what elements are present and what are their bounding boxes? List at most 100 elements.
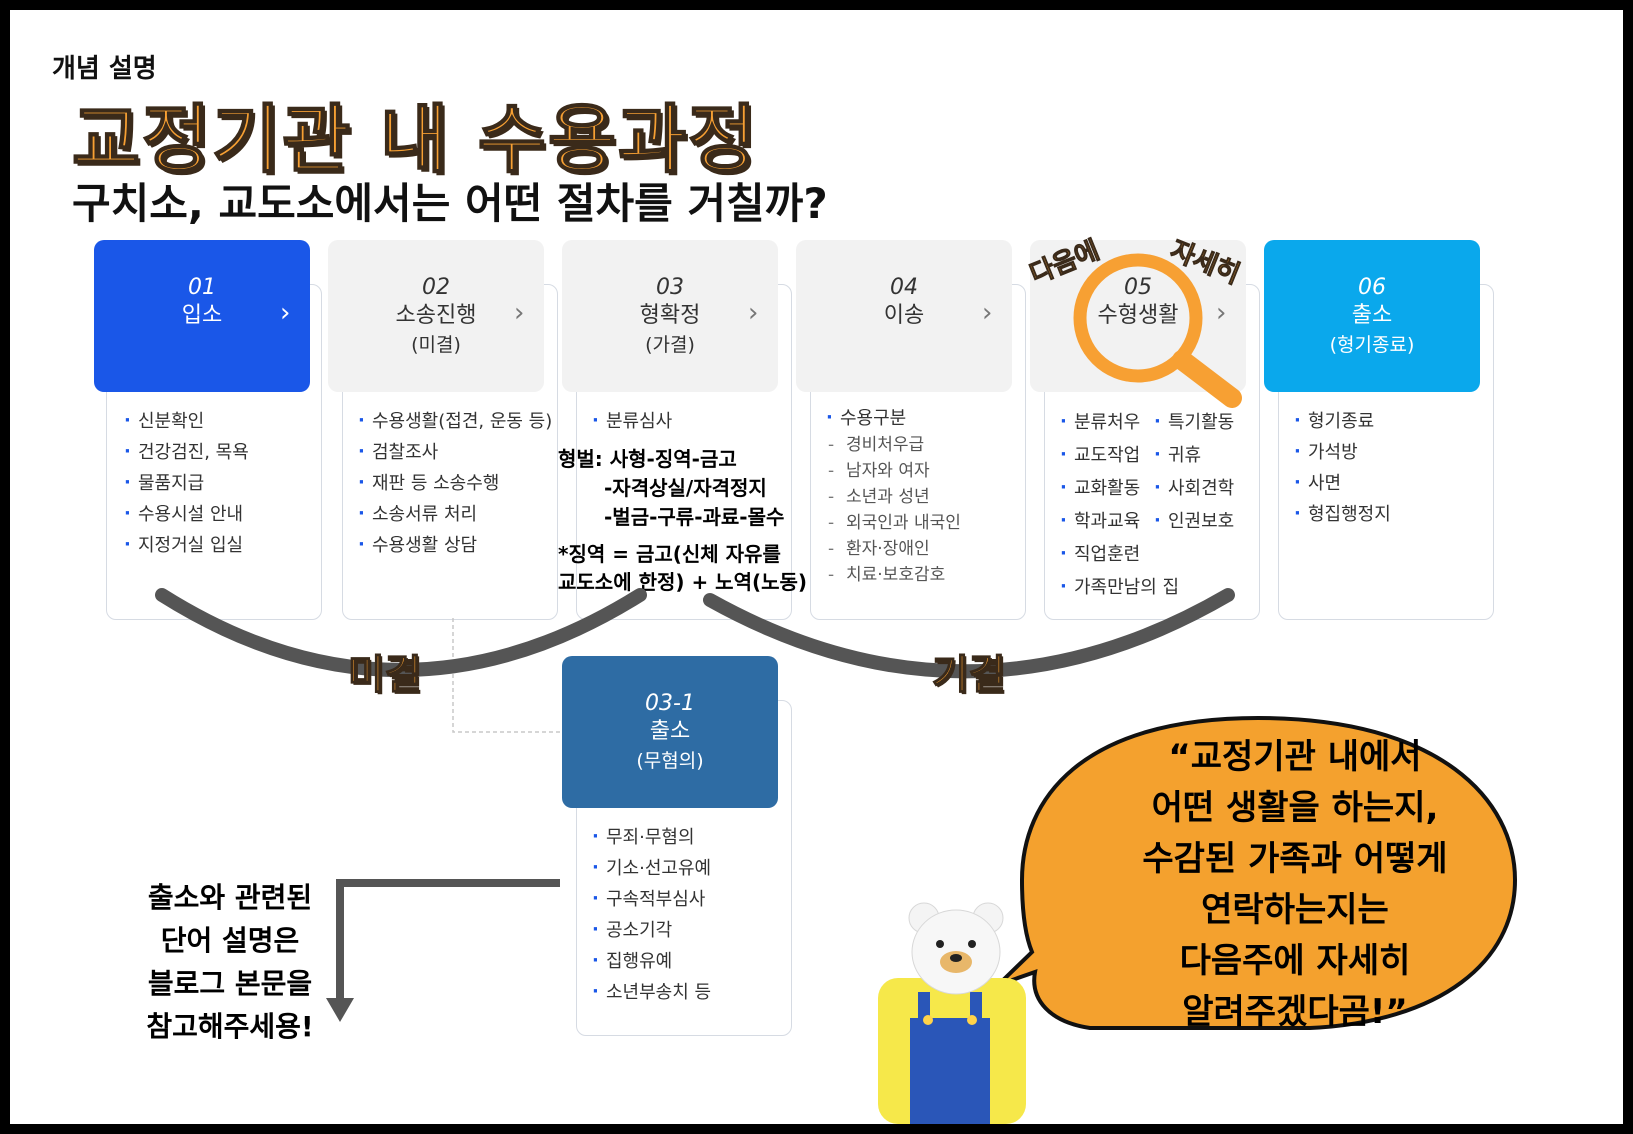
chevron-right-icon: › [1216,298,1227,328]
step-01-number: 01 [188,275,216,300]
bubble-line: 연락하는지는 [1201,890,1389,930]
list-item: 분류처우 [1060,405,1179,439]
list-item: 무죄·무혐의 [592,821,711,853]
step-03-sub: (가결) [645,334,695,356]
magnifier-icon [1073,253,1242,408]
list-item: 수용시설 안내 [124,498,249,530]
arc-undecided [155,588,647,677]
step-05-number: 05 [1124,275,1152,300]
list-item: 형기종료 [1294,405,1391,437]
list-subitem: 남자와 여자 [828,458,961,484]
list-item: 재판 등 소송수행 [358,467,552,499]
curve-label-decided: 기결 [931,651,1006,699]
overlay-drawings [155,253,1518,1124]
dashed-connector [452,618,562,733]
list-item: 가석방 [1294,436,1391,468]
bubble-line: 알려주겠다곰!” [1182,992,1408,1032]
step-04-number: 04 [890,275,918,300]
eyebrow-label: 개념 설명 [52,54,157,84]
step-05-list-right: 특기활동 귀휴 사회견학 인권보호 [1154,405,1234,538]
step-03-1-number: 03-1 [645,691,695,716]
step-04-header[interactable]: 04 이송 [796,240,1012,392]
list-item: 수용생활(접견, 운동 등) [358,405,552,437]
penalty-note: 형벌: 사형-징역-금고 -자격상실/자격정지 -벌금-구류-과료-몰수 [558,445,784,532]
note-line-2: 교도소에 한정) + 노역(노동) [558,570,808,594]
step-03-1-name: 출소 [649,719,691,744]
side-note-line: 출소와 관련된 [147,881,313,914]
step-05-list-left: 분류처우 교도작업 교화활동 학과교육 직업훈련 가족만남의 집 [1060,405,1179,604]
list-item: 수용구분 [826,405,961,432]
slide: 개념 설명 교정기관 내 수용과정 구치소, 교도소에서는 어떤 절차를 거칠까… [10,10,1623,1124]
step-06-name: 출소 [1351,303,1393,328]
chevron-right-icon: › [514,298,525,328]
list-item: 소년부송치 등 [592,976,711,1008]
step-03-name: 형확정 [639,303,701,328]
penalty-line-3: -벌금-구류-과료-몰수 [604,505,785,529]
step-06-header[interactable]: 06 출소 (형기종료) [1264,240,1480,392]
step-01-name: 입소 [181,303,223,328]
page-title: 교정기관 내 수용과정 [71,96,759,184]
imprisonment-note: *징역 = 금고(신체 자유를 교도소에 한정) + 노역(노동) [558,540,807,596]
step-02-name: 소송진행 [395,303,477,328]
list-item: 소송서류 처리 [358,498,552,530]
step-02-list: 수용생활(접견, 운동 등) 검찰조사 재판 등 소송수행 소송서류 처리 수용… [358,405,552,561]
step-01-list: 신분확인 건강검진, 목욕 물품지급 수용시설 안내 지정거실 입실 [124,405,249,561]
list-item: 집행유예 [592,945,711,977]
list-item: 건강검진, 목욕 [124,436,249,468]
step-03-header[interactable]: 03 형확정 (가결) [562,240,778,392]
list-item: 수용생활 상담 [358,529,552,561]
page-subtitle: 구치소, 교도소에서는 어떤 절차를 거칠까? [72,179,828,228]
list-item: 교화활동 [1060,471,1179,505]
penalty-line-1: 형벌: 사형-징역-금고 [558,447,737,471]
list-item: 물품지급 [124,467,249,499]
list-item: 분류심사 [592,405,672,437]
curve-label-undecided: 미결 [347,651,422,699]
arrow-down-icon [326,998,354,1022]
bubble-line: “교정기관 내에서 [1168,737,1422,777]
list-subitem: 외국인과 내국인 [828,510,961,536]
step-01-header[interactable]: 01 입소 [94,240,310,392]
arc-decided [703,588,1235,679]
list-item: 신분확인 [124,405,249,437]
list-subitem: 경비처우급 [828,432,961,458]
list-item: 직업훈련 [1060,537,1179,571]
step-06-number: 06 [1358,275,1386,300]
step-03-1-header[interactable]: 03-1 출소 (무혐의) [562,656,778,808]
list-item: 사면 [1294,467,1391,499]
bubble-text: “교정기관 내에서 어떤 생활을 하는지, 수감된 가족과 어떻게 연락하는지는… [1065,732,1525,1038]
list-item: 구속적부심사 [592,883,711,915]
list-item: 지정거실 입실 [124,529,249,561]
step-04-list: 수용구분 경비처우급 남자와 여자 소년과 성년 외국인과 내국인 환자·장애인… [826,405,961,588]
list-item: 형집행정지 [1294,498,1391,530]
side-note: 출소와 관련된 단어 설명은 블로그 본문을 참고해주세용! [110,876,350,1048]
step-06-list: 형기종료 가석방 사면 형집행정지 [1294,405,1391,530]
step-03-1-list: 무죄·무혐의 기소·선고유예 구속적부심사 공소기각 집행유예 소년부송치 등 [592,821,711,1008]
step-02-header[interactable]: 02 소송진행 (미결) [328,240,544,392]
step-03-number: 03 [656,275,684,300]
step-02-sub: (미결) [411,334,461,356]
step-06-sub: (형기종료) [1329,334,1415,356]
list-item: 특기활동 [1154,405,1234,439]
list-item: 기소·선고유예 [592,852,711,884]
side-note-line: 블로그 본문을 [147,967,313,1000]
list-item: 사회견학 [1154,471,1234,505]
step-05-name: 수형생활 [1097,303,1179,328]
step-03-1-sub: (무혐의) [636,750,704,772]
bubble-line: 다음주에 자세히 [1179,941,1411,981]
list-item: 학과교육 [1060,504,1179,538]
side-note-line: 참고해주세용! [146,1010,314,1043]
list-item: 귀휴 [1154,438,1234,472]
bear-mascot-icon [878,902,1026,1124]
speech-bubble [996,715,1518,1030]
penalty-line-2: -자격상실/자격정지 [604,476,767,500]
bubble-line: 어떤 생활을 하는지, [1151,788,1439,828]
list-item: 공소기각 [592,914,711,946]
list-subitem: 환자·장애인 [828,536,961,562]
list-item: 인권보호 [1154,504,1234,538]
step-03-list: 분류심사 [592,405,672,437]
step-02-number: 02 [422,275,450,300]
list-item: 검찰조사 [358,436,552,468]
list-item: 가족만남의 집 [1060,570,1179,604]
chevron-right-icon: › [748,298,759,328]
chevron-right-icon: › [280,298,291,328]
